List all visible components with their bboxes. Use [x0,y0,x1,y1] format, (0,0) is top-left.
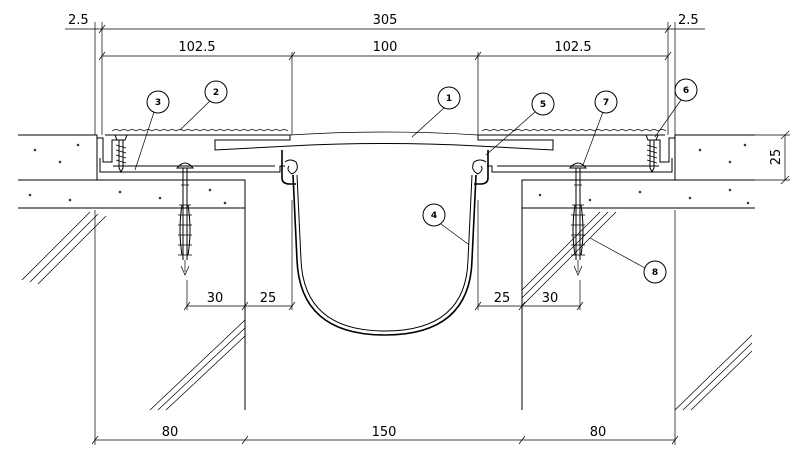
right-screw-icon [645,134,659,174]
top-dimensions [65,22,705,135]
dim-left-span: 102.5 [178,40,215,55]
cover-plate [105,129,667,151]
dim-top-left-gap: 2.5 [68,13,89,28]
right-edge-profile [472,137,675,185]
height-dimension [755,130,790,185]
right-slab [521,134,755,411]
svg-text:7: 7 [603,98,609,108]
dim-right-inner-b: 30 [542,291,559,306]
dim-right-span: 102.5 [554,40,591,55]
svg-text:4: 4 [431,211,437,221]
svg-text:8: 8 [652,268,658,278]
callout-3: 3 [134,90,170,171]
dim-right-inner-a: 25 [494,291,511,306]
dim-bottom-right: 80 [590,425,607,440]
dim-bottom-center: 150 [372,425,397,440]
callout-8: 8 [589,237,667,284]
bottom-dimensions [91,210,679,445]
left-anchor-icon [175,162,195,276]
callout-1: 1 [411,86,461,138]
callout-2: 2 [179,80,228,131]
dim-left-inner-b: 25 [260,291,277,306]
dim-left-inner-a: 30 [207,291,224,306]
right-anchor-icon [568,162,588,276]
flexible-membrane [292,174,477,336]
inner-dimensions [183,200,584,311]
callout-6: 6 [654,78,698,138]
dim-top-right-gap: 2.5 [678,13,699,28]
dim-bottom-left: 80 [162,425,179,440]
left-slab [18,134,246,411]
dim-center-span: 100 [373,40,398,55]
callout-5: 5 [485,92,555,156]
left-screw-icon [114,134,128,174]
svg-text:3: 3 [155,98,161,108]
dim-height: 25 [769,149,784,166]
svg-text:6: 6 [683,86,689,96]
callout-4: 4 [422,203,469,245]
svg-text:1: 1 [446,94,452,104]
callout-7: 7 [582,90,618,166]
svg-text:5: 5 [540,100,546,110]
svg-text:2: 2 [213,88,219,98]
left-edge-profile [97,137,298,185]
dim-top-total: 305 [373,13,398,28]
